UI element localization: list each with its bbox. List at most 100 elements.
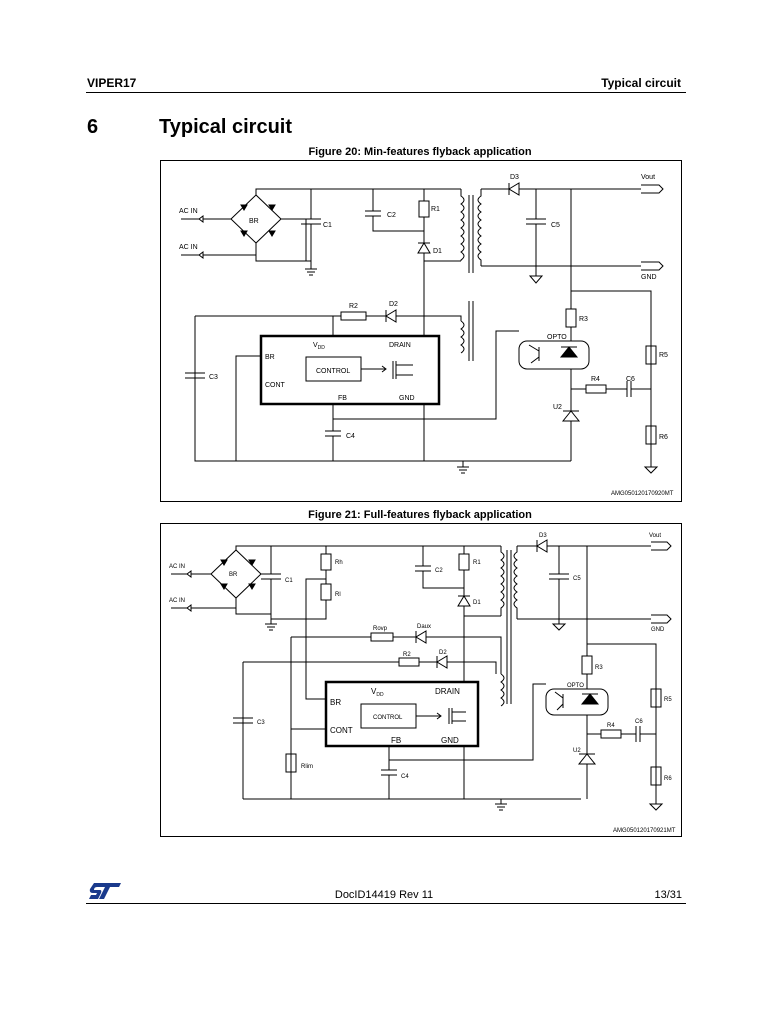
ground-symbol [495, 799, 507, 811]
power-mosfet [392, 361, 413, 379]
label-r5: R5 [659, 352, 668, 359]
label-daux: Daux [417, 624, 431, 630]
label-br-pin: BR [330, 698, 341, 707]
label-d2: D2 [439, 650, 447, 656]
ac-input-connectors [181, 215, 256, 259]
label-ac-in-1: AC IN [169, 564, 185, 570]
ground-symbol [457, 460, 571, 474]
figure21-caption: Figure 21: Full-features flyback applica… [308, 509, 532, 521]
label-drain: DRAIN [435, 687, 460, 696]
feedback-rail [586, 546, 657, 799]
resistor-r3 [581, 644, 593, 689]
figure20-schematic: AC IN AC IN BR C1 C2 R1 D1 D3 Vout [179, 174, 674, 497]
control-arrow [361, 365, 387, 373]
capacitor-c3 [185, 372, 205, 379]
snubber-c2-r1 [415, 546, 470, 589]
figure20-caption: Figure 20: Min-features flyback applicat… [308, 146, 532, 158]
label-c5: C5 [551, 222, 560, 229]
label-r3: R3 [579, 316, 588, 323]
vout-connector [651, 541, 672, 551]
diode-d3 [517, 539, 651, 553]
label-c1: C1 [323, 222, 332, 229]
label-c6: C6 [635, 719, 643, 725]
diode-d1 [457, 588, 501, 617]
transformer [460, 189, 482, 361]
label-br-pin: BR [265, 354, 275, 361]
input-bus [305, 188, 461, 261]
label-r5: R5 [664, 697, 672, 703]
label-vout: Vout [641, 174, 655, 181]
label-c3: C3 [257, 720, 265, 726]
st-logo-icon [89, 883, 121, 899]
capacitor-c1 [261, 546, 281, 631]
label-r1: R1 [473, 560, 481, 566]
header-section: Typical circuit [601, 76, 681, 90]
diode-d2 [385, 309, 462, 323]
label-vdd: VDD [371, 687, 384, 698]
header-rule [86, 92, 686, 93]
power-mosfet [448, 708, 466, 724]
label-d2: D2 [389, 301, 398, 308]
transformer [500, 546, 518, 707]
label-ac-in-2: AC IN [169, 598, 185, 604]
vdd-rail [194, 315, 463, 462]
snubber-c2-r1 [365, 189, 430, 232]
label-r2: R2 [349, 303, 358, 310]
label-control: CONTROL [373, 715, 403, 721]
label-c3: C3 [209, 374, 218, 381]
resistor-rlim [285, 728, 326, 773]
label-r2: R2 [403, 652, 411, 658]
label-r6: R6 [664, 776, 672, 782]
label-gnd: GND [651, 627, 665, 633]
label-r3: R3 [595, 665, 603, 671]
diode-daux [415, 630, 502, 674]
label-c2: C2 [387, 212, 396, 219]
header-product: VIPER17 [87, 76, 137, 90]
diode-d1 [417, 231, 461, 262]
label-d3: D3 [510, 174, 519, 181]
label-c4: C4 [401, 774, 409, 780]
optocoupler [545, 688, 609, 716]
gnd-connector [641, 261, 664, 271]
label-r1: R1 [431, 206, 440, 213]
capacitor-c1 [301, 189, 321, 276]
capacitor-c5 [526, 189, 546, 284]
regulator-u2 [577, 734, 597, 799]
label-c4: C4 [346, 433, 355, 440]
label-r4: R4 [607, 723, 615, 729]
footer-rule [86, 903, 686, 904]
st-logo [88, 882, 122, 905]
bridge-rectifier [230, 188, 311, 262]
figure20-frame: AC IN AC IN BR C1 C2 R1 D1 D3 Vout [160, 160, 682, 502]
label-rlim: Rlim [301, 764, 313, 770]
label-r6: R6 [659, 434, 668, 441]
label-u2: U2 [573, 748, 581, 754]
vout-connector [641, 184, 664, 194]
vdd-rail [242, 661, 399, 799]
label-ac-in-1: AC IN [179, 208, 198, 215]
label-d1: D1 [473, 600, 481, 606]
section-number: 6 [87, 116, 99, 138]
label-d3: D3 [539, 533, 547, 539]
section-title: Typical circuit [159, 116, 293, 138]
label-rovp: Rovp [373, 626, 388, 632]
figure21-schematic: AC IN AC IN BR C1 Rh Rl C2 R1 D1 D3 Vout… [169, 533, 676, 834]
resistor-r6 [643, 425, 659, 474]
ovp-rail [290, 636, 371, 799]
bridge-rectifier [210, 545, 271, 615]
figure21-frame: AC IN AC IN BR C1 Rh Rl C2 R1 D1 D3 Vout… [160, 523, 682, 837]
label-opto: OPTO [547, 334, 567, 341]
figure21-code: AMG050120170921MT [613, 828, 676, 834]
viper-ic [324, 680, 480, 748]
resistor-r6 [648, 766, 664, 811]
ac-input-connectors [171, 570, 236, 612]
resistors-rh-rl [271, 546, 332, 700]
label-c2: C2 [435, 568, 443, 574]
resistor-r4-capacitor-c6 [586, 715, 656, 742]
resistor-r3 [565, 291, 577, 341]
label-c5: C5 [573, 576, 581, 582]
label-gnd-pin: GND [399, 395, 415, 402]
label-br: BR [249, 218, 259, 225]
label-control: CONTROL [316, 368, 350, 375]
label-fb: FB [391, 736, 401, 745]
